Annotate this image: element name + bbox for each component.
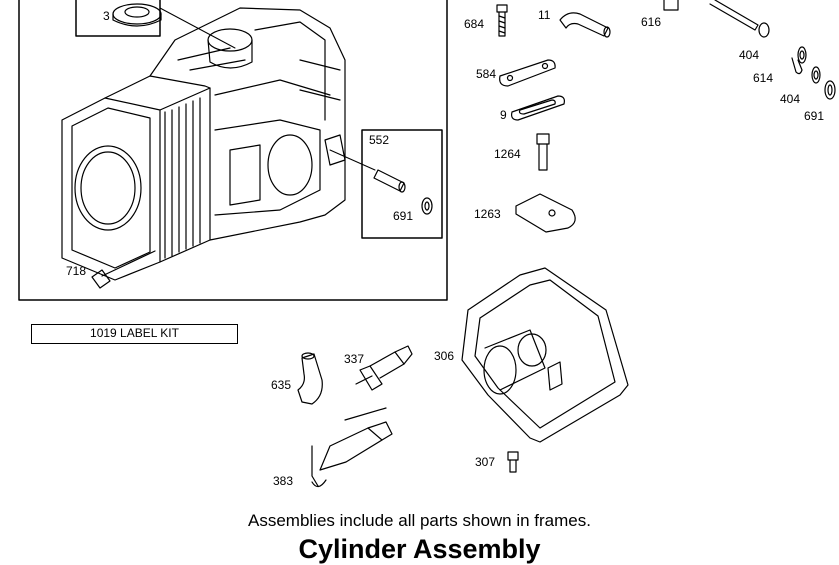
spark-plug-boot-part (297, 352, 323, 405)
gasket-9-part (511, 95, 565, 121)
washer-691-part (824, 80, 836, 100)
screw-684-part (496, 4, 508, 37)
assemblies-note: Assemblies include all parts shown in fr… (248, 511, 591, 530)
part-label-307: 307 (475, 455, 496, 469)
part-label-552: 552 (369, 133, 390, 147)
part-label-614: 614 (753, 71, 774, 85)
spark-plug-part (355, 345, 413, 391)
clip-614-part (791, 57, 803, 75)
part-label-691: 691 (393, 209, 414, 223)
part-label-404b: 404 (780, 92, 801, 106)
dowel-pin-part (91, 250, 156, 289)
pin-kit-frame (361, 129, 443, 239)
diagram-title: Cylinder Assembly (298, 534, 541, 564)
screw-307-part (507, 451, 519, 473)
part-label-383: 383 (273, 474, 294, 488)
seal-frame (75, 0, 161, 37)
cylinder-frame (18, 0, 448, 301)
shroud-306-part (461, 267, 629, 443)
part-label-3: 3 (103, 9, 110, 23)
part-label-404: 404 (739, 48, 760, 62)
washer-part (421, 197, 433, 215)
part-label-1263: 1263 (474, 207, 501, 221)
washer-404b-part (811, 66, 821, 84)
part-label-1264: 1264 (494, 147, 521, 161)
part-label-718: 718 (66, 264, 87, 278)
part-label-616: 616 (641, 15, 662, 29)
bracket-584-part (499, 59, 556, 87)
linkage-616-part (663, 0, 770, 38)
pin-part (373, 169, 406, 193)
part-label-635: 635 (271, 378, 292, 392)
part-label-9: 9 (500, 108, 507, 122)
part-label-306: 306 (434, 349, 455, 363)
washer-404-part (797, 46, 807, 64)
part-label-584: 584 (476, 67, 497, 81)
label-kit-box: 1019 LABEL KIT (31, 324, 238, 344)
plate-1263-part (515, 193, 576, 233)
bolt-1264-part (536, 133, 550, 171)
ignition-lead-part (311, 407, 393, 488)
engine-block-part (61, 7, 346, 281)
breather-tube-part (559, 12, 611, 38)
part-label-11: 11 (538, 8, 551, 22)
part-label-691b: 691 (804, 109, 825, 123)
part-label-684: 684 (464, 17, 485, 31)
part-label-337: 337 (344, 352, 365, 366)
oil-seal-part (112, 3, 162, 27)
